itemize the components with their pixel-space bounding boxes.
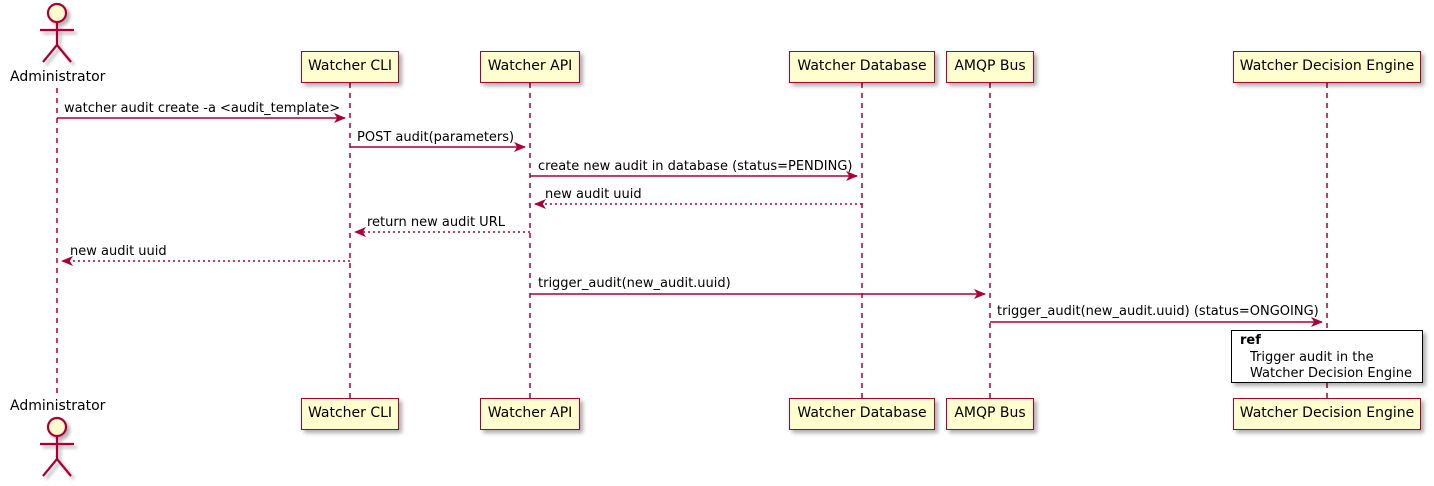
participant-box-amqp-bus-top[interactable]: AMQP Bus [946, 51, 1034, 83]
ref-fragment-keyword: ref [1240, 333, 1261, 348]
participant-label: Watcher Database [797, 58, 927, 74]
participant-label: AMQP Bus [954, 405, 1026, 421]
actor-administrator-top [40, 2, 74, 63]
participant-box-watcher-api-top[interactable]: Watcher API [480, 51, 580, 83]
message-label-3: create new audit in database (status=PEN… [538, 159, 853, 174]
message-label-5: return new audit URL [367, 215, 505, 230]
participant-box-watcher-decision-engine-top[interactable]: Watcher Decision Engine [1233, 51, 1421, 83]
message-arrows [57, 113, 1323, 327]
participant-label: Watcher API [487, 58, 573, 74]
participant-box-amqp-bus-bottom[interactable]: AMQP Bus [946, 398, 1034, 430]
actor-label-administrator-bottom: Administrator [10, 398, 106, 414]
participant-label: Watcher CLI [307, 58, 393, 74]
participant-box-watcher-decision-engine-bottom[interactable]: Watcher Decision Engine [1233, 398, 1421, 430]
ref-fragment[interactable]: ref Trigger audit in the Watcher Decisio… [1231, 330, 1423, 383]
participant-label: Watcher API [487, 405, 573, 421]
actor-administrator-bottom [40, 416, 74, 477]
message-label-2: POST audit(parameters) [357, 130, 515, 145]
participant-box-watcher-cli-bottom[interactable]: Watcher CLI [301, 398, 399, 430]
lifelines [56, 83, 1328, 398]
ref-fragment-body-line-1: Trigger audit in the [1250, 350, 1374, 365]
participant-label: Watcher CLI [307, 405, 393, 421]
participant-label: Watcher Database [797, 405, 927, 421]
participant-box-watcher-database-top[interactable]: Watcher Database [789, 51, 935, 83]
participant-label: Watcher Decision Engine [1239, 405, 1415, 421]
message-label-7: trigger_audit(new_audit.uuid) [538, 276, 731, 291]
participant-box-watcher-database-bottom[interactable]: Watcher Database [789, 398, 935, 430]
message-label-1: watcher audit create -a <audit_template> [64, 101, 341, 116]
message-label-6: new audit uuid [70, 244, 167, 259]
participant-label: AMQP Bus [954, 58, 1026, 74]
participant-box-watcher-cli-top[interactable]: Watcher CLI [301, 51, 399, 83]
message-label-8: trigger_audit(new_audit.uuid) (status=ON… [997, 304, 1319, 319]
participant-label: Watcher Decision Engine [1239, 58, 1415, 74]
message-label-4: new audit uuid [545, 187, 642, 202]
participant-box-watcher-api-bottom[interactable]: Watcher API [480, 398, 580, 430]
ref-fragment-body-line-2: Watcher Decision Engine [1250, 366, 1412, 381]
actor-label-administrator-top: Administrator [10, 69, 106, 85]
